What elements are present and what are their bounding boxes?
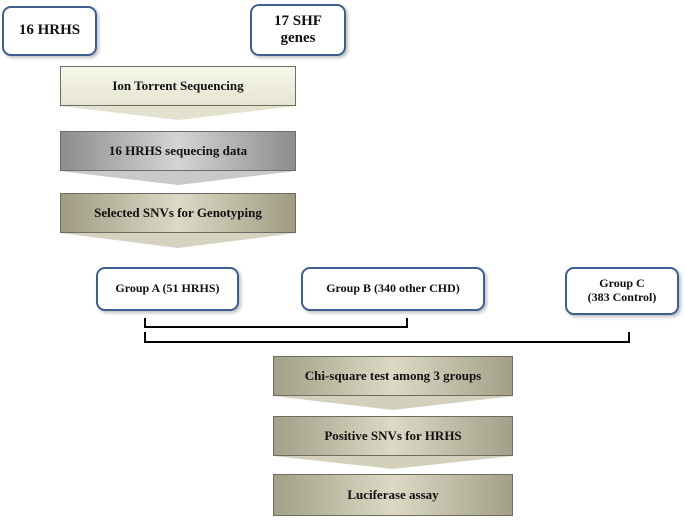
step-ion-torrent-arrow xyxy=(60,106,296,120)
bracket-ab-right xyxy=(406,318,408,328)
bracket-all-bar xyxy=(144,341,630,343)
step-chi-square-arrow xyxy=(273,396,513,410)
step-positive-snvs-arrow xyxy=(273,456,513,469)
step-selected-snvs-arrow xyxy=(60,233,296,248)
step-positive-snvs-label: Positive SNVs for HRHS xyxy=(324,428,462,443)
step-luciferase: Luciferase assay xyxy=(273,474,513,516)
step-ion-torrent: Ion Torrent Sequencing xyxy=(60,66,296,106)
group-box-a: Group A (51 HRHS) xyxy=(96,267,239,311)
step-positive-snvs: Positive SNVs for HRHS xyxy=(273,416,513,456)
group-b-label: Group B (340 other CHD) xyxy=(326,281,460,296)
group-box-c: Group C (383 Control) xyxy=(565,267,679,315)
step-selected-snvs-label: Selected SNVs for Genotyping xyxy=(94,205,262,220)
group-a-label: Group A (51 HRHS) xyxy=(115,281,220,296)
input-label-shf: 17 SHF xyxy=(274,12,322,29)
input-box-shf-genes: 17 SHF genes xyxy=(250,4,346,56)
step-chi-square-label: Chi-square test among 3 groups xyxy=(304,368,482,383)
step-sequencing-data-arrow xyxy=(60,171,296,185)
input-label-hrhs: 16 HRHS xyxy=(18,22,81,39)
bracket-all-right xyxy=(628,332,630,343)
input-label-genes: genes xyxy=(280,30,316,46)
bracket-all-left xyxy=(144,332,146,343)
bracket-ab-bar xyxy=(144,326,408,328)
step-sequencing-data-label: 16 HRHS sequecing data xyxy=(108,143,248,158)
bracket-ab-left xyxy=(144,318,146,328)
step-luciferase-label: Luciferase assay xyxy=(347,487,439,502)
input-box-hrhs: 16 HRHS xyxy=(2,6,97,56)
step-sequencing-data: 16 HRHS sequecing data xyxy=(60,131,296,171)
group-box-b: Group B (340 other CHD) xyxy=(301,267,485,311)
step-selected-snvs: Selected SNVs for Genotyping xyxy=(60,193,296,233)
group-c-count: (383 Control) xyxy=(587,290,657,304)
step-ion-torrent-label: Ion Torrent Sequencing xyxy=(112,78,244,93)
step-chi-square: Chi-square test among 3 groups xyxy=(273,356,513,396)
group-c-label: Group C xyxy=(599,276,645,291)
